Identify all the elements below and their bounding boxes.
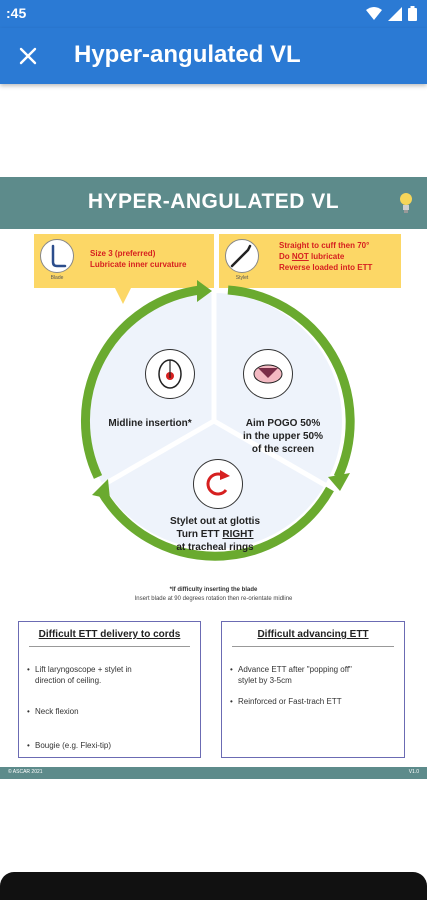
step-aim-pogo-line2: in the upper 50% (242, 431, 323, 442)
navigation-bar (0, 872, 427, 900)
list-item-text: Reinforced or Fast-trach ETT (238, 697, 342, 706)
callout-stylet-line2-pre: Do (279, 252, 292, 261)
status-time: :45 (6, 5, 27, 21)
step-stylet-out-line3: at tracheal rings (176, 542, 254, 553)
callout-stylet-text: Straight to cuff then 70° Do NOT lubrica… (279, 240, 372, 273)
status-bar: :45 (0, 0, 427, 28)
box-divider (232, 646, 394, 647)
cycle-arrowhead-3 (92, 479, 110, 499)
cycle-arrowhead-2 (328, 473, 350, 491)
list-item: Neck flexion (27, 706, 79, 717)
signal-icon (388, 6, 402, 21)
stylet-icon (225, 239, 259, 273)
footnote-title: *If difficulty inserting the blade (169, 587, 258, 593)
step-stylet-out-line1: Stylet out at glottis (170, 516, 260, 527)
callout-blade: Blade Size 3 (preferred) Lubricate inner… (34, 234, 214, 288)
step-aim-pogo: Aim POGO 50% in the upper 50% of the scr… (228, 417, 338, 456)
cycle-arrow-top-left (80, 285, 201, 479)
close-button[interactable] (14, 42, 42, 70)
list-item: Bougie (e.g. Flexi-tip) (27, 740, 112, 751)
box-difficult-advancing: Difficult advancing ETT Advance ETT afte… (221, 621, 405, 758)
cycle-arrow-bottom (96, 486, 334, 561)
rotate-arrow-icon (193, 459, 243, 509)
list-item-text: Lift laryngoscope + stylet in (35, 665, 132, 674)
banner-title: HYPER-ANGULATED VL (87, 190, 340, 213)
step-aim-pogo-line3: of the screen (251, 444, 315, 455)
list-item: Lift laryngoscope + stylet in direction … (27, 664, 132, 686)
step-midline-label: Midline insertion* (108, 418, 192, 429)
infographic-image: HYPER-ANGULATED VL Blade Size 3 (preferr… (0, 177, 427, 781)
list-item-text: direction of ceiling. (35, 676, 102, 685)
list-item-text: Advance ETT after "popping off" (238, 665, 352, 674)
cycle-divider-right (212, 418, 327, 488)
step-midline: Midline insertion* (95, 417, 205, 430)
callout-stylet-line2-post: lubricate (308, 252, 345, 261)
face-icon (145, 349, 195, 399)
status-icons (366, 6, 417, 21)
cycle-arrowhead-1 (197, 280, 212, 302)
cycle-divider-left (101, 418, 216, 488)
step-stylet-out: Stylet out at glottis Turn ETT RIGHT at … (150, 515, 280, 554)
banner: HYPER-ANGULATED VL (0, 177, 427, 229)
list-item-text: Bougie (e.g. Flexi-tip) (35, 741, 112, 750)
callout-stylet-line3: Reverse loaded into ETT (279, 263, 373, 272)
footer-copyright: © ASCAR 2021 (8, 769, 43, 775)
list-item-text: stylet by 3-5cm (238, 676, 292, 685)
app-bar: Hyper-angulated VL (0, 28, 427, 84)
callout-stylet: Stylet Straight to cuff then 70° Do NOT … (219, 234, 401, 288)
box-difficult-advancing-title: Difficult advancing ETT (257, 629, 369, 640)
step-stylet-out-right: RIGHT (222, 529, 254, 540)
callout-stylet-line2: Do NOT lubricate (279, 251, 372, 262)
battery-icon (408, 6, 417, 21)
step-stylet-out-line2-pre: Turn ETT (176, 529, 223, 540)
page-title: Hyper-angulated VL (74, 41, 301, 68)
callout-blade-caption: Blade (50, 275, 64, 281)
footer-version: V1.0 (408, 769, 419, 775)
footnote-text: Insert blade at 90 degrees rotation then… (134, 596, 293, 602)
callout-blade-text: Size 3 (preferred) Lubricate inner curva… (90, 248, 186, 270)
box-divider (29, 646, 190, 647)
list-item: Advance ETT after "popping off" stylet b… (230, 664, 352, 686)
close-icon (19, 47, 37, 65)
step-aim-pogo-line1: Aim POGO 50% (245, 418, 321, 429)
callout-blade-line1: Size 3 (preferred) (90, 249, 156, 258)
box-difficult-delivery: Difficult ETT delivery to cords Lift lar… (18, 621, 201, 758)
box-difficult-delivery-title: Difficult ETT delivery to cords (38, 629, 181, 640)
callout-blade-line2: Lubricate inner curvature (90, 260, 187, 269)
callout-stylet-not: NOT (291, 252, 309, 261)
lightbulb-icon (400, 193, 412, 213)
infographic-footer: © ASCAR 2021 V1.0 (0, 767, 427, 779)
glottis-icon (243, 349, 293, 399)
list-item: Reinforced or Fast-trach ETT (230, 696, 342, 707)
cycle-arrow-right (227, 285, 355, 479)
blade-icon (40, 239, 74, 273)
callout-stylet-line1: Straight to cuff then 70° (279, 241, 370, 250)
list-item-text: Neck flexion (35, 707, 79, 716)
step-stylet-out-line2: Turn ETT RIGHT (150, 528, 280, 541)
wifi-icon (366, 6, 382, 20)
callout-tail (114, 286, 132, 304)
callout-stylet-caption: Stylet (235, 275, 249, 281)
